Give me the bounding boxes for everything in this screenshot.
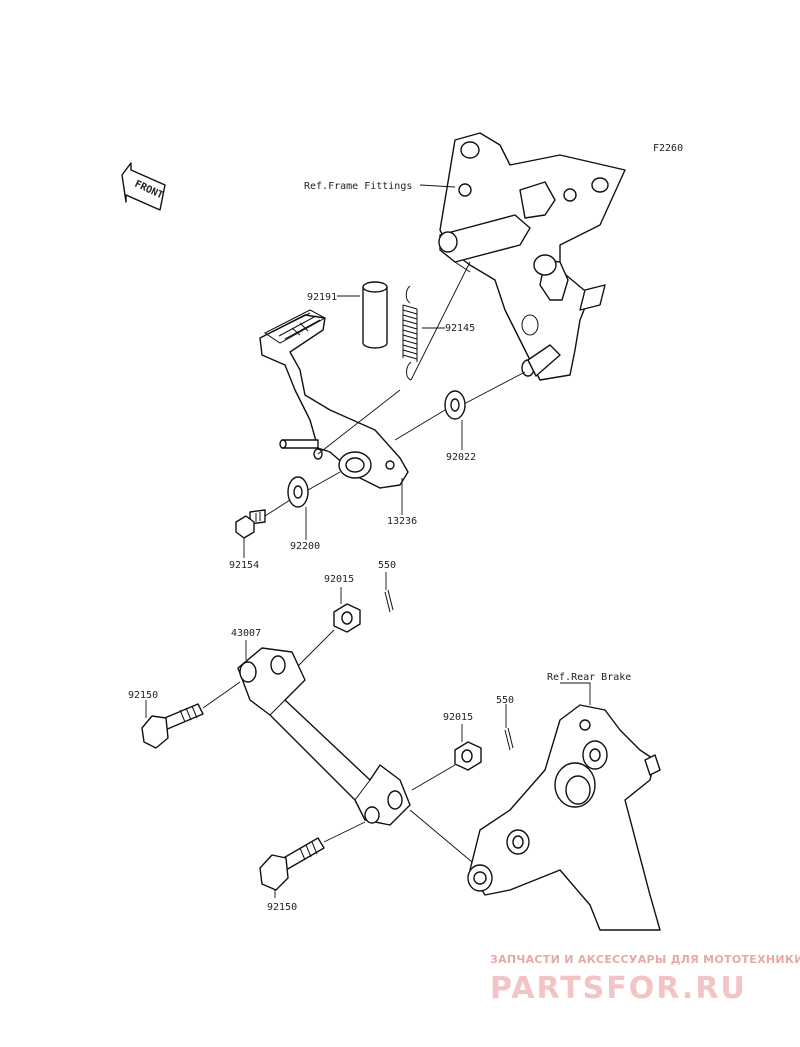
washer-92200 (287, 476, 309, 508)
part-550-upper-label: 550 (378, 560, 396, 571)
spring-92145 (402, 285, 418, 381)
collar-92191 (362, 281, 388, 349)
bolt-92154 (235, 509, 266, 539)
part-92154-label: 92154 (229, 560, 259, 571)
washer-92022 (444, 390, 466, 420)
part-92015-upper-label: 92015 (324, 574, 354, 585)
part-550-lower-label: 550 (496, 695, 514, 706)
bolt-92150-lower (259, 837, 325, 891)
part-92015-lower-label: 92015 (443, 712, 473, 723)
part-92150-lower-label: 92150 (267, 902, 297, 913)
brake-rod-43007 (237, 647, 411, 826)
front-arrow-icon: FRONT (121, 162, 166, 211)
part-92145-label: 92145 (445, 323, 475, 334)
nut-92015-upper (333, 603, 361, 633)
part-13236-label: 13236 (387, 516, 417, 527)
rear-brake-lever (467, 704, 661, 931)
nut-92015-lower (454, 741, 482, 771)
frame-fittings-bracket (438, 132, 626, 381)
cotter-pin-550-upper (384, 589, 394, 613)
brake-pedal (259, 309, 409, 489)
ref-rear-brake-label: Ref.Rear Brake (547, 672, 631, 683)
watermark-brand: PARTSFOR.RU (490, 971, 747, 1006)
part-92022-label: 92022 (446, 452, 476, 463)
part-92150-upper-label: 92150 (128, 690, 158, 701)
part-92191-label: 92191 (307, 292, 337, 303)
watermark-tagline: ЗАПЧАСТИ И АКСЕССУАРЫ ДЛЯ МОТОТЕХНИКИ (490, 953, 800, 966)
part-43007-label: 43007 (231, 628, 261, 639)
part-92200-label: 92200 (290, 541, 320, 552)
bolt-92150-upper (141, 703, 204, 749)
ref-frame-fittings-label: Ref.Frame Fittings (304, 181, 412, 192)
cotter-pin-550-lower (504, 727, 514, 751)
diagram-code: F2260 (653, 143, 683, 154)
